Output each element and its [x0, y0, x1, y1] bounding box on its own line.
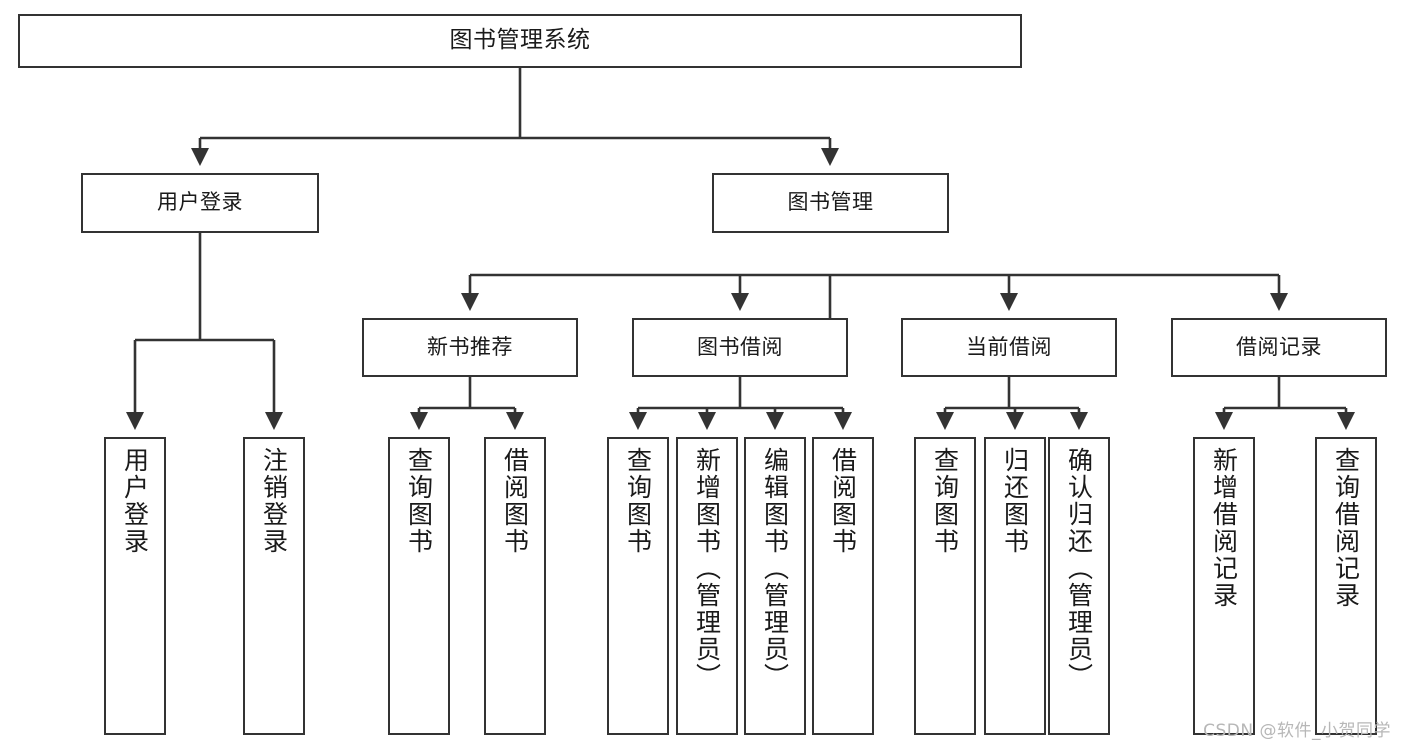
node-leaf-query-borrow-record[interactable]: 查询借阅记录 [1315, 437, 1377, 735]
node-leaf-borrow-book-recommend[interactable]: 借阅图书 [484, 437, 546, 735]
node-label: 图书管理系统 [449, 27, 591, 54]
node-book-borrow[interactable]: 图书借阅 [632, 318, 848, 377]
node-leaf-query-book-recommend[interactable]: 查询图书 [388, 437, 450, 735]
node-root-system[interactable]: 图书管理系统 [18, 14, 1022, 68]
node-leaf-edit-book-admin[interactable]: 编辑图书（管理员） [744, 437, 806, 735]
node-label: 用户登录 [120, 447, 150, 555]
node-leaf-query-book-current[interactable]: 查询图书 [914, 437, 976, 735]
node-label: 用户登录 [157, 190, 243, 215]
node-leaf-confirm-return-admin[interactable]: 确认归还（管理员） [1048, 437, 1110, 735]
node-leaf-add-borrow-record[interactable]: 新增借阅记录 [1193, 437, 1255, 735]
node-leaf-query-book-borrow[interactable]: 查询图书 [607, 437, 669, 735]
node-leaf-add-book-admin[interactable]: 新增图书（管理员） [676, 437, 738, 735]
node-label: 查询借阅记录 [1331, 447, 1361, 609]
node-label: 当前借阅 [966, 334, 1052, 359]
node-label: 查询图书 [623, 447, 653, 555]
node-label: 注销登录 [259, 447, 289, 555]
node-label: 新增图书（管理员） [692, 447, 722, 690]
node-label: 借阅图书 [500, 447, 530, 555]
node-label: 新增借阅记录 [1209, 447, 1239, 609]
node-label: 归还图书 [1000, 447, 1030, 555]
node-label: 借阅记录 [1236, 334, 1322, 359]
node-book-manage[interactable]: 图书管理 [712, 173, 949, 233]
node-current-borrow[interactable]: 当前借阅 [901, 318, 1117, 377]
node-label: 新书推荐 [427, 334, 513, 359]
node-label: 查询图书 [404, 447, 434, 555]
node-label: 图书管理 [787, 190, 874, 215]
node-label: 编辑图书（管理员） [760, 447, 790, 690]
node-new-book-recommend[interactable]: 新书推荐 [362, 318, 578, 377]
node-label: 查询图书 [930, 447, 960, 555]
node-label: 确认归还（管理员） [1064, 447, 1094, 690]
node-leaf-user-login[interactable]: 用户登录 [104, 437, 166, 735]
node-leaf-user-logout[interactable]: 注销登录 [243, 437, 305, 735]
node-leaf-return-book[interactable]: 归还图书 [984, 437, 1046, 735]
node-label: 图书借阅 [697, 334, 783, 359]
node-leaf-borrow-book[interactable]: 借阅图书 [812, 437, 874, 735]
node-user-login[interactable]: 用户登录 [81, 173, 319, 233]
node-label: 借阅图书 [828, 447, 858, 555]
node-borrow-record[interactable]: 借阅记录 [1171, 318, 1387, 377]
